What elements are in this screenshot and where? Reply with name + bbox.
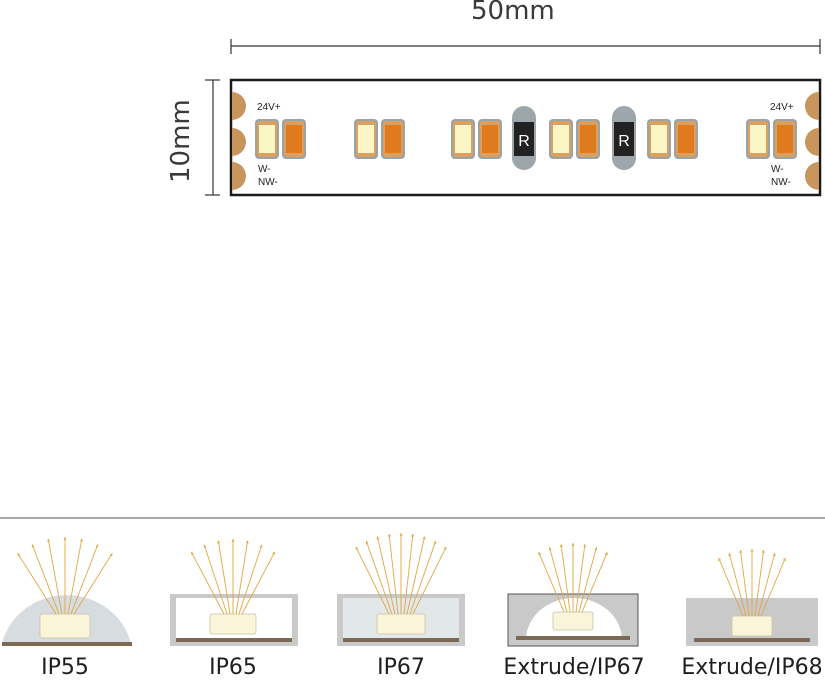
resistor: R: [612, 106, 636, 170]
ip-label-ip55: IP55: [41, 655, 89, 680]
led-chip-warm: [381, 119, 405, 159]
led-chips: [255, 119, 797, 159]
ip-label-ip65: IP65: [209, 655, 257, 680]
left-pad-label-w: W-: [258, 164, 271, 175]
resistor-label: R: [618, 133, 630, 150]
led-chip-white: [647, 119, 671, 159]
right-pad-label-24v: 24V+: [770, 102, 794, 113]
ip55-icon: [2, 536, 132, 646]
led-chip-white: [451, 119, 475, 159]
extrude-ip67-icon: [507, 542, 639, 647]
ip65-icon: [170, 538, 298, 646]
ip-label-extrude-ip67: Extrude/IP67: [503, 655, 645, 680]
right-pad-label-nw: NW-: [771, 177, 791, 188]
dimension-height-line: [205, 79, 220, 196]
led-chip-warm: [773, 119, 797, 159]
ip-label-extrude-ip68: Extrude/IP68: [681, 655, 823, 680]
resistor-label: R: [518, 133, 530, 150]
ip-label-ip67: IP67: [377, 655, 425, 680]
resistor: R: [512, 106, 536, 170]
extrude-ip68-icon: [686, 548, 818, 646]
right-pad-label-w: W-: [771, 164, 784, 175]
led-chip-white: [354, 119, 378, 159]
led-chip-white: [549, 119, 573, 159]
led-chip-warm: [478, 119, 502, 159]
left-solder-pads: [232, 92, 246, 190]
ip-rating-icons: [2, 532, 818, 647]
led-chip-warm: [576, 119, 600, 159]
left-pad-label-24v: 24V+: [257, 102, 281, 113]
led-chip-white: [746, 119, 770, 159]
led-chip-white: [255, 119, 279, 159]
right-solder-pads: [805, 92, 819, 190]
led-chip-warm: [674, 119, 698, 159]
dimension-width-label: 50mm: [471, 0, 555, 26]
dimension-width-line: [230, 39, 821, 54]
strip-outline: [229, 78, 822, 197]
led-chip-warm: [282, 119, 306, 159]
ip67-icon: [337, 532, 465, 646]
left-pad-label-nw: NW-: [258, 177, 278, 188]
